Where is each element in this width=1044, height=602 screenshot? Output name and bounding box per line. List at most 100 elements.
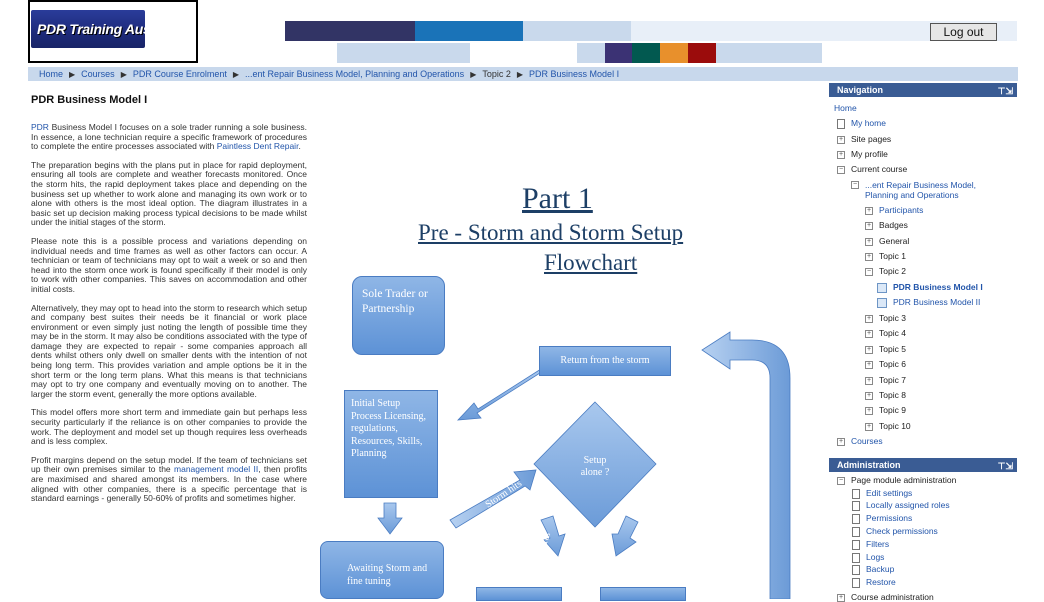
arrow-storm-hits xyxy=(449,469,537,529)
admin-logs[interactable]: Logs xyxy=(852,552,884,563)
expand-icon[interactable]: + xyxy=(865,329,873,338)
admin-backup[interactable]: Backup xyxy=(852,564,894,575)
page-resource-icon xyxy=(877,297,887,308)
nav-topic-6[interactable]: +Topic 6 xyxy=(865,359,906,369)
header-band-light-4 xyxy=(716,43,822,63)
flowchart-arrows: Setup alone ? Storm hits Yes No xyxy=(377,331,791,599)
filter-page-icon xyxy=(852,539,860,550)
diamond-setup-alone xyxy=(533,401,657,528)
restore-page-icon xyxy=(852,577,860,588)
nav-badges[interactable]: +Badges xyxy=(865,220,908,230)
nav-my-profile[interactable]: +My profile xyxy=(837,149,888,159)
nav-topic-10[interactable]: +Topic 10 xyxy=(865,421,911,431)
box-awaiting-storm: Awaiting Storm and fine tuning xyxy=(320,541,444,599)
admin-filters[interactable]: Filters xyxy=(852,539,889,550)
paragraph-intro: PDR Business Model I focuses on a sole t… xyxy=(31,122,307,152)
expand-icon[interactable]: + xyxy=(865,345,873,354)
collapse-icon[interactable]: − xyxy=(837,165,845,174)
arrow-setup-to-awaiting xyxy=(377,502,403,535)
collapse-icon[interactable]: − xyxy=(851,181,859,189)
expand-icon[interactable]: + xyxy=(865,221,873,230)
nav-my-home[interactable]: My home xyxy=(837,118,886,129)
nav-business-model-2[interactable]: PDR Business Model II xyxy=(877,297,980,308)
nav-topic-7[interactable]: +Topic 7 xyxy=(865,375,906,385)
breadcrumb-courses[interactable]: Courses xyxy=(81,69,115,79)
box-initial-setup: Initial Setup Process Licensing, regulat… xyxy=(344,390,438,498)
expand-icon[interactable]: + xyxy=(837,135,845,144)
expand-icon[interactable]: + xyxy=(865,422,873,431)
collapse-icon[interactable]: − xyxy=(865,267,873,276)
nav-topic-4[interactable]: +Topic 4 xyxy=(865,328,906,338)
permissions-page-icon xyxy=(852,513,860,524)
expand-icon[interactable]: + xyxy=(865,360,873,369)
expand-icon[interactable]: + xyxy=(837,150,845,159)
expand-icon[interactable]: + xyxy=(837,593,845,602)
nav-topic-2[interactable]: −Topic 2 xyxy=(865,266,906,276)
arrow-no xyxy=(611,515,639,557)
paragraph-model-offers: This model offers more short term and im… xyxy=(31,407,307,447)
header-band-orange xyxy=(660,43,688,63)
header-band-dark xyxy=(285,21,415,41)
admin-page-module[interactable]: −Page module administration xyxy=(837,475,957,485)
nav-topic-5[interactable]: +Topic 5 xyxy=(865,344,906,354)
breadcrumb-home[interactable]: Home xyxy=(39,69,64,79)
header-band-blue xyxy=(415,21,523,41)
header-band-light xyxy=(523,21,631,41)
expand-icon[interactable]: + xyxy=(865,252,873,261)
breadcrumb-separator-icon: ▶ xyxy=(232,70,240,79)
collapse-icon[interactable]: − xyxy=(837,476,845,485)
admin-permissions[interactable]: Permissions xyxy=(852,513,912,524)
flowchart-title-setup: Pre - Storm and Storm Setup xyxy=(418,220,684,245)
page-icon xyxy=(837,118,845,129)
nav-topic-1[interactable]: +Topic 1 xyxy=(865,251,906,261)
nav-participants[interactable]: +Participants xyxy=(865,205,924,215)
expand-icon[interactable]: + xyxy=(865,406,873,415)
breadcrumb-course[interactable]: ...ent Repair Business Model, Planning a… xyxy=(245,69,465,79)
expand-icon[interactable]: + xyxy=(865,314,873,323)
no-label: No xyxy=(636,539,650,554)
breadcrumb-separator-icon: ▶ xyxy=(120,70,127,79)
block-collapse-icon[interactable]: ⊤⇲ xyxy=(997,86,1013,96)
admin-restore[interactable]: Restore xyxy=(852,577,896,588)
admin-local-roles[interactable]: Locally assigned roles xyxy=(852,500,950,511)
expand-icon[interactable]: + xyxy=(865,391,873,400)
paintless-dent-repair-link[interactable]: Paintless Dent Repair xyxy=(216,141,299,152)
nav-current-course[interactable]: −Current course xyxy=(837,164,908,174)
header-band-light-3 xyxy=(577,43,605,63)
admin-check-permissions[interactable]: Check permissions xyxy=(852,526,938,537)
flowchart-title-flowchart: Flowchart xyxy=(544,250,638,275)
breadcrumb-current-page[interactable]: PDR Business Model I xyxy=(529,69,620,79)
admin-course-administration[interactable]: +Course administration xyxy=(837,592,934,602)
check-permissions-page-icon xyxy=(852,526,860,537)
pdr-link[interactable]: PDR xyxy=(31,122,49,132)
settings-page-icon xyxy=(852,488,860,499)
nav-site-pages[interactable]: +Site pages xyxy=(837,134,892,144)
page-title: PDR Business Model I xyxy=(31,94,148,106)
expand-icon[interactable]: + xyxy=(865,206,873,215)
paragraph-note: Please note this is a possible process a… xyxy=(31,235,307,294)
nav-courses[interactable]: +Courses xyxy=(837,436,883,446)
breadcrumb-course-enrolment[interactable]: PDR Course Enrolment xyxy=(132,69,227,79)
admin-edit-settings[interactable]: Edit settings xyxy=(852,488,912,499)
nav-business-model-1[interactable]: PDR Business Model I xyxy=(877,282,983,293)
nav-topic-8[interactable]: +Topic 8 xyxy=(865,390,906,400)
expand-icon[interactable]: + xyxy=(865,376,873,385)
expand-icon[interactable]: + xyxy=(865,237,873,246)
management-model-link[interactable]: management model II xyxy=(174,464,259,475)
flowchart-image: Part 1 Pre - Storm and Storm Setup Flowc… xyxy=(318,170,810,601)
nav-home[interactable]: Home xyxy=(834,103,857,113)
block-collapse-icon[interactable]: ⊤⇲ xyxy=(997,461,1013,471)
site-logo[interactable]: PDR Training Australia xyxy=(31,10,145,48)
nav-general[interactable]: +General xyxy=(865,236,910,246)
nav-topic-9[interactable]: +Topic 9 xyxy=(865,405,906,415)
box-sole-trader: Sole Trader or Partnership xyxy=(352,276,445,355)
header-band-purple xyxy=(605,43,632,63)
logout-button[interactable]: Log out xyxy=(930,23,997,41)
setup-alone-line2: alone ? xyxy=(581,467,610,478)
paragraph-profit-margins: Profit margins depend on the setup model… xyxy=(31,454,307,504)
expand-icon[interactable]: + xyxy=(837,437,845,446)
nav-course-name[interactable]: −...ent Repair Business Model, Planning … xyxy=(851,180,977,200)
roles-page-icon xyxy=(852,500,860,511)
nav-topic-3[interactable]: +Topic 3 xyxy=(865,313,906,323)
page-resource-icon xyxy=(877,282,887,293)
